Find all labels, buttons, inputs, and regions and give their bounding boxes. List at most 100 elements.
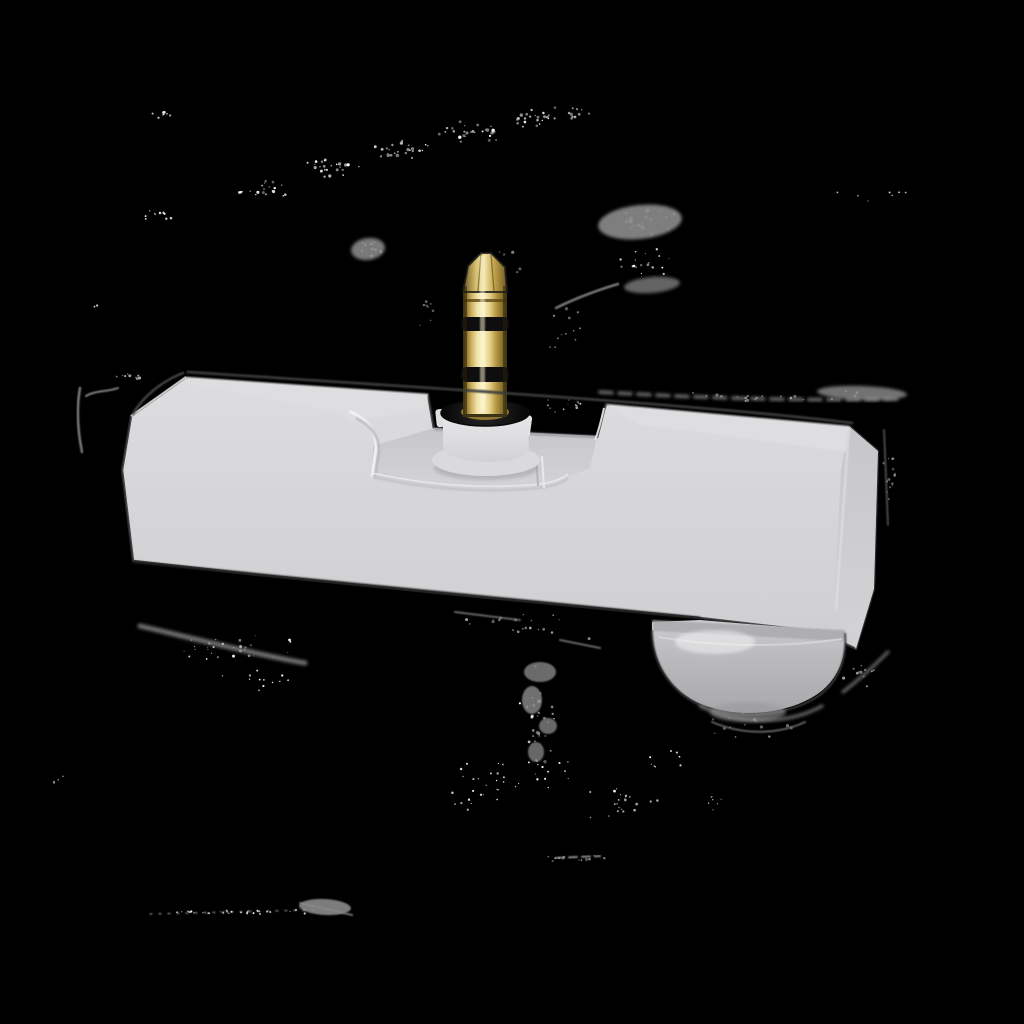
noise-dot — [649, 756, 652, 759]
noise-dot — [411, 157, 413, 159]
noise-dot — [269, 911, 272, 913]
noise-dot — [570, 117, 573, 120]
noise-dot — [454, 803, 456, 805]
noise-dot — [358, 166, 360, 168]
noise-dot — [395, 153, 400, 158]
noise-dot — [488, 134, 492, 137]
bottom-edge-shadow — [132, 560, 701, 620]
noise-dot — [653, 765, 655, 767]
noise-dot — [857, 194, 859, 197]
noise-dot — [431, 309, 435, 313]
noise-dot — [541, 765, 544, 769]
noise-dot — [249, 644, 252, 647]
noise-dot — [287, 651, 289, 653]
noise-dot — [219, 911, 221, 913]
noise-dot — [640, 272, 642, 275]
noise-dot — [622, 810, 625, 813]
noise-dot — [138, 376, 142, 380]
noise-dot — [634, 266, 637, 269]
noise-dot — [836, 191, 839, 194]
noise-stroke-under-dome-arc-2 — [711, 721, 806, 733]
noise-dot — [306, 161, 309, 164]
noise-dot — [893, 473, 897, 477]
noise-dot — [888, 191, 891, 194]
noise-dot — [713, 732, 716, 734]
noise-dot — [538, 123, 541, 125]
noise-dot — [466, 808, 469, 811]
noise-dot — [280, 184, 283, 186]
noise-dot — [388, 148, 390, 151]
noise-dot — [575, 406, 578, 410]
noise-dot — [124, 375, 127, 378]
noise-dot — [190, 910, 193, 913]
noise-dot — [187, 910, 189, 913]
noise-dot — [496, 798, 498, 801]
noise-dot — [608, 815, 610, 817]
noise-dot — [271, 681, 274, 684]
noise-dot — [574, 338, 577, 341]
noise-dot — [568, 399, 570, 401]
noise-dot — [692, 391, 694, 394]
noise-dot — [137, 374, 140, 377]
noise-dot — [287, 679, 290, 682]
chamfer-edge-highlight — [130, 376, 187, 417]
noise-dot — [616, 802, 618, 805]
noise-dot — [328, 174, 332, 178]
noise-dot — [400, 139, 404, 143]
noise-dot — [128, 374, 132, 378]
noise-dot — [265, 193, 267, 196]
noise-dot — [587, 112, 591, 115]
noise-dot — [496, 772, 499, 775]
noise-dot — [533, 740, 537, 743]
noise-dot — [450, 126, 454, 130]
noise-dot — [859, 670, 863, 674]
noise-dot — [575, 108, 579, 111]
noise-dot — [472, 789, 475, 792]
noise-dot — [163, 110, 166, 114]
jack-tip-facet-right — [490, 253, 495, 292]
noise-dot — [314, 163, 316, 165]
noise-dot — [564, 307, 569, 311]
noise-dot — [516, 630, 520, 633]
noise-stroke-under-bar-echo-stroke — [137, 623, 308, 666]
noise-dot — [115, 375, 118, 378]
noise-stroke-outline-top-heavy — [186, 370, 854, 425]
noise-dot — [459, 767, 463, 771]
noise-dot — [567, 111, 571, 115]
noise-dot — [165, 217, 168, 220]
noise-dot — [498, 251, 501, 253]
noise-dot — [263, 182, 266, 184]
noise-dot — [424, 300, 428, 303]
noise-dot — [639, 264, 643, 267]
noise-dot — [587, 637, 591, 641]
noise-dot — [536, 118, 539, 122]
noise-dot — [313, 166, 317, 170]
dome-top-shadow-band — [652, 620, 845, 641]
noise-dot — [391, 143, 394, 147]
noise-dot — [342, 174, 345, 176]
noise-dot — [891, 457, 895, 461]
noise-dot — [852, 667, 855, 670]
noise-dot — [538, 735, 541, 737]
noise-dot — [176, 911, 178, 914]
noise-dot — [547, 114, 550, 117]
noise-dot — [62, 775, 64, 778]
noise-blob-layer — [299, 204, 907, 916]
noise-dot — [121, 374, 124, 377]
noise-dot — [427, 145, 429, 147]
noise-dot — [576, 311, 580, 314]
noise-stroke-right-edge-dark — [883, 429, 889, 526]
noise-dot — [562, 408, 565, 411]
noise-dot — [188, 911, 191, 914]
noise-dot — [589, 816, 592, 819]
noise-dot — [616, 788, 618, 790]
noise-dot — [262, 684, 265, 688]
noise-dot — [399, 141, 404, 145]
noise-dot — [341, 168, 344, 172]
noise-dot — [656, 799, 659, 802]
noise-dot — [780, 395, 782, 398]
noise-dot — [261, 184, 264, 187]
noise-dot — [422, 303, 426, 307]
noise-dot — [842, 676, 846, 680]
